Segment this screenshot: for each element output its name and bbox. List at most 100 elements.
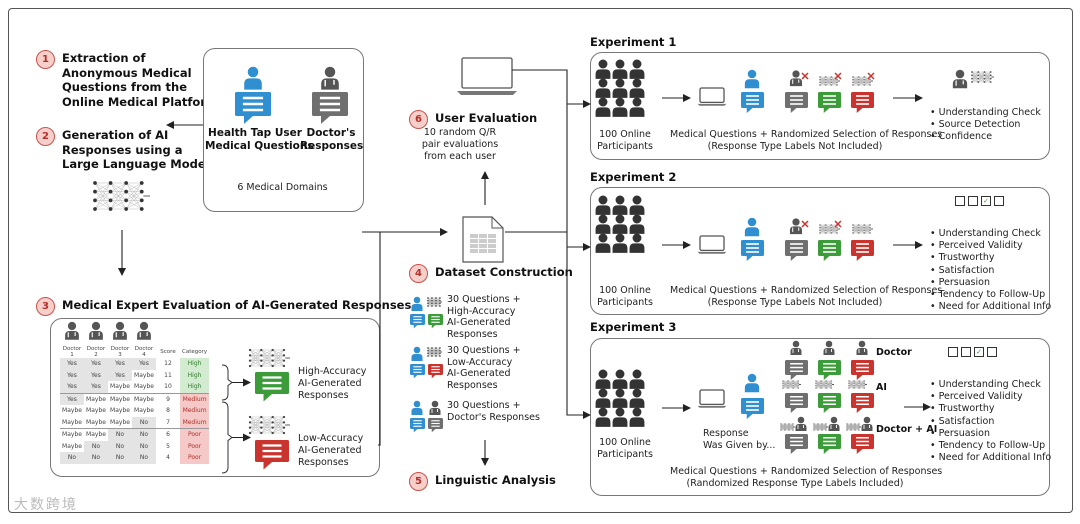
table-cell: Maybe bbox=[110, 418, 130, 426]
step-4-label: Dataset Construction bbox=[435, 265, 573, 279]
speech-bubble-icon bbox=[851, 92, 874, 114]
participant-icon bbox=[629, 214, 645, 234]
table-cell: Maybe bbox=[110, 383, 130, 391]
speech-bubble-icon bbox=[312, 92, 348, 124]
speech-bubble-icon bbox=[818, 434, 841, 455]
table-cell: Maybe bbox=[84, 428, 108, 441]
neural-network-icon bbox=[93, 181, 150, 211]
low-accuracy-label: Low-Accuracy AI-Generated Responses bbox=[298, 433, 364, 468]
dataset-low-accuracy: 30 Questions + Low-Accuracy AI-Generated… bbox=[447, 345, 521, 391]
row-label-doctor: Doctor bbox=[876, 347, 912, 358]
participant-icon bbox=[612, 78, 628, 98]
row-label-doctor-ai: Doctor + AI bbox=[876, 424, 938, 435]
red-x-icon bbox=[867, 72, 875, 80]
table-cell: No bbox=[108, 440, 132, 452]
speech-bubble-icon bbox=[428, 418, 443, 433]
checkbox: ✓ bbox=[981, 196, 991, 206]
table-cell: Yes bbox=[108, 358, 132, 370]
step-5-number: 5 bbox=[409, 472, 428, 491]
table-cell: Medium bbox=[180, 416, 210, 429]
laptop-icon bbox=[697, 87, 727, 106]
table-cell: No bbox=[108, 428, 132, 441]
table-cell: Yes bbox=[60, 358, 84, 370]
table-cell: Maybe bbox=[86, 418, 106, 426]
experiment-3-title: Experiment 3 bbox=[590, 320, 677, 334]
participant-icon bbox=[612, 214, 628, 234]
table-header: Category bbox=[182, 349, 208, 355]
table-cell: Yes bbox=[60, 381, 84, 393]
bracket bbox=[221, 401, 233, 474]
neural-network-icon bbox=[846, 423, 861, 431]
table-cell: Maybe bbox=[60, 428, 84, 441]
laptop-icon bbox=[457, 57, 517, 95]
measure-item: Trustworthy bbox=[930, 252, 1051, 264]
experiment-3-measures: Understanding CheckPerceived ValidityTru… bbox=[930, 379, 1052, 464]
participant-icon bbox=[612, 195, 628, 215]
bracket bbox=[221, 364, 233, 401]
neural-network-icon bbox=[248, 415, 290, 435]
checkbox bbox=[961, 347, 971, 357]
measure-item: Perceived Validity bbox=[930, 391, 1051, 403]
table-cell: Yes bbox=[132, 358, 156, 370]
table-cell: High bbox=[180, 369, 210, 381]
red-x-icon bbox=[834, 220, 842, 228]
participant-icon bbox=[612, 59, 628, 79]
table-cell: Maybe bbox=[108, 392, 132, 405]
neural-network-icon bbox=[971, 71, 994, 83]
doctor-icon bbox=[952, 69, 968, 89]
table-header: Doctor 3 bbox=[110, 346, 130, 358]
doctor-icon bbox=[789, 70, 803, 87]
step-5-label: Linguistic Analysis bbox=[435, 473, 556, 487]
laptop-icon bbox=[697, 235, 727, 254]
arrow-to-dataset bbox=[378, 228, 448, 446]
user-icon bbox=[411, 296, 423, 311]
participant-icon bbox=[629, 195, 645, 215]
neural-network-icon bbox=[427, 347, 442, 357]
experiment-3-participants: 100 Online Participants bbox=[597, 437, 653, 460]
neural-network-icon bbox=[780, 423, 795, 431]
rating-checkboxes: ✓ bbox=[948, 347, 997, 357]
table-cell: Maybe bbox=[62, 418, 82, 426]
table-cell: Maybe bbox=[84, 392, 108, 405]
table-cell: Maybe bbox=[134, 407, 154, 415]
table-header: Doctor 4 bbox=[134, 346, 154, 358]
table-cell: 7 bbox=[166, 418, 170, 426]
user-questions-label: Health Tap User Medical Questions bbox=[205, 127, 314, 152]
experiment-2-measures: Understanding CheckPerceived ValidityTru… bbox=[930, 228, 1052, 313]
table-cell: Yes bbox=[84, 369, 108, 381]
table-cell: Maybe bbox=[132, 392, 156, 405]
speech-bubble-icon bbox=[235, 92, 271, 124]
table-header: Doctor 1 bbox=[62, 346, 82, 358]
watermark: 大数跨境 bbox=[14, 497, 78, 513]
speech-bubble-icon bbox=[785, 240, 808, 262]
participant-icon bbox=[612, 407, 628, 427]
checkbox bbox=[994, 196, 1004, 206]
arrow-to-experiment-3 bbox=[512, 69, 591, 419]
user-icon bbox=[411, 400, 423, 415]
speech-bubble-icon bbox=[255, 372, 289, 402]
experiment-2-title: Experiment 2 bbox=[590, 170, 677, 184]
speech-bubble-icon bbox=[741, 240, 764, 262]
step-6-number: 6 bbox=[409, 110, 428, 129]
neural-network-icon bbox=[852, 76, 873, 86]
red-x-icon bbox=[801, 220, 809, 228]
checkbox: ✓ bbox=[974, 347, 984, 357]
table-cell: High bbox=[180, 358, 210, 370]
speech-bubble-icon bbox=[410, 418, 425, 433]
measure-item: Confidence bbox=[930, 131, 1041, 143]
table-cell: Medium bbox=[180, 405, 210, 417]
participant-icon bbox=[595, 59, 611, 79]
measure-item: Source Detection bbox=[930, 119, 1041, 131]
table-header: Score bbox=[160, 349, 176, 355]
table-cell: No bbox=[132, 440, 156, 452]
table-cell: Maybe bbox=[62, 442, 82, 450]
participant-icon bbox=[629, 59, 645, 79]
participant-icon bbox=[595, 407, 611, 427]
table-cell: Maybe bbox=[134, 371, 154, 379]
